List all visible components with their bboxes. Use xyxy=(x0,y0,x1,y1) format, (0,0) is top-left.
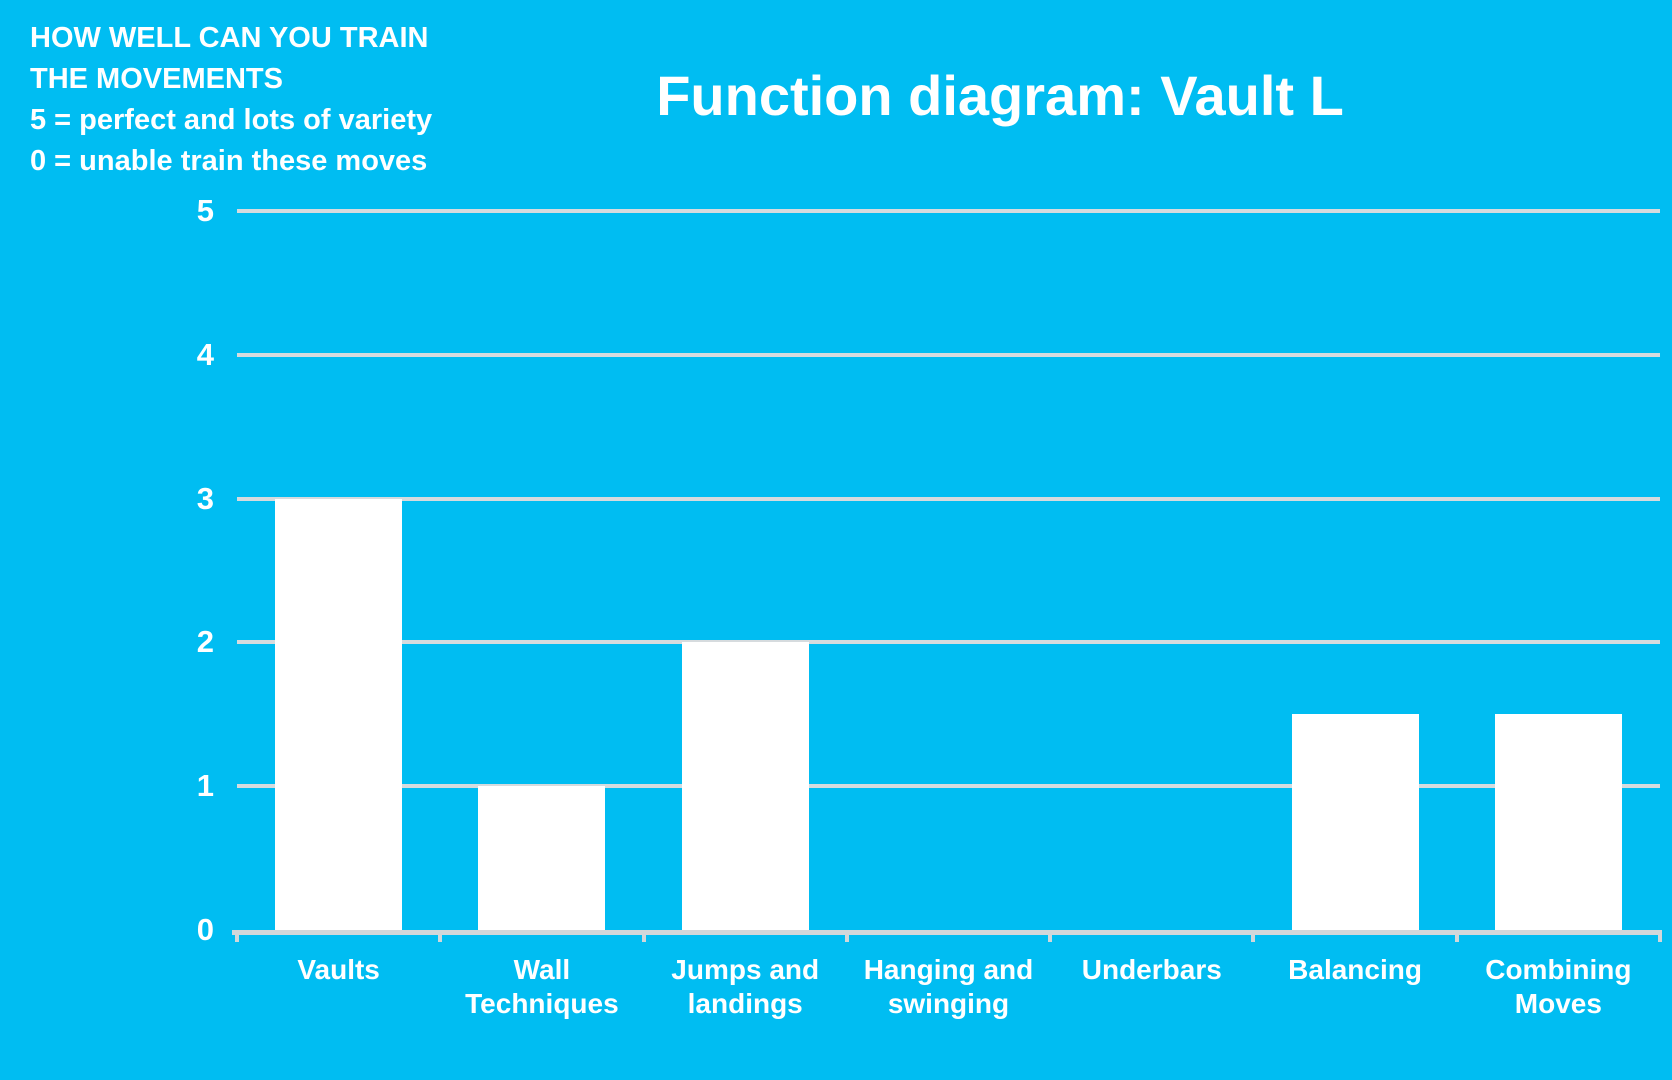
chart-title: Function diagram: Vault L xyxy=(656,64,1344,127)
x-axis-category-label-wall-techniques: Wall Techniques xyxy=(465,954,619,1019)
x-axis-category-label-combining-moves: Combining Moves xyxy=(1485,954,1632,1019)
x-axis-tick-6 xyxy=(1454,930,1459,942)
note-line-4: 0 = unable train these moves xyxy=(30,145,428,177)
x-axis-tick-4 xyxy=(1048,930,1053,942)
plot-area: 5 4 3 2 1 0 Vaults Wall Techniques Jumps and la… xyxy=(197,193,1662,1019)
x-axis-tick-0 xyxy=(235,930,239,942)
gridline-3 xyxy=(237,496,1660,501)
x-axis-category-label-balancing: Balancing xyxy=(1288,954,1422,985)
bar-wall-techniques xyxy=(478,786,606,930)
bar-vaults xyxy=(275,498,403,930)
bar-jumps-and-landings xyxy=(681,642,809,930)
rating-scale-note: HOW WELL CAN YOU TRAIN THE MOVEMENTS 5 =… xyxy=(30,18,432,182)
bar-combining-moves xyxy=(1494,714,1622,930)
note-line-3: 5 = perfect and lots of variety xyxy=(30,104,433,136)
note-line-1: HOW WELL CAN YOU TRAIN xyxy=(30,22,429,54)
x-axis-category-label-underbars: Underbars xyxy=(1081,954,1222,985)
x-axis-tick-3 xyxy=(844,930,849,942)
x-axis-tick-7 xyxy=(1658,930,1662,942)
y-axis-tick-label-3: 3 xyxy=(196,480,214,516)
gridline-1 xyxy=(237,784,1660,789)
x-axis-line xyxy=(232,930,1660,935)
x-axis-category-label-vaults: Vaults xyxy=(297,954,380,985)
x-axis-tick-1 xyxy=(438,930,443,942)
y-axis-tick-label-4: 4 xyxy=(196,336,214,372)
y-axis-tick-label-1: 1 xyxy=(196,768,214,804)
y-axis-tick-label-5: 5 xyxy=(196,193,214,228)
bar-balancing xyxy=(1291,714,1419,930)
gridline-4 xyxy=(237,352,1660,357)
gridline-5 xyxy=(237,209,1660,213)
y-axis-tick-label-0: 0 xyxy=(196,912,214,947)
x-axis-category-label-hanging-and-swinging: Hanging and swinging xyxy=(863,954,1034,1019)
y-axis-tick-label-2: 2 xyxy=(196,624,214,660)
x-axis-tick-2 xyxy=(641,930,646,942)
gridline-2 xyxy=(237,640,1660,645)
x-axis-tick-5 xyxy=(1251,930,1256,942)
x-axis-category-label-jumps-and-landings: Jumps and landings xyxy=(671,954,820,1019)
note-line-2: THE MOVEMENTS xyxy=(30,63,283,95)
